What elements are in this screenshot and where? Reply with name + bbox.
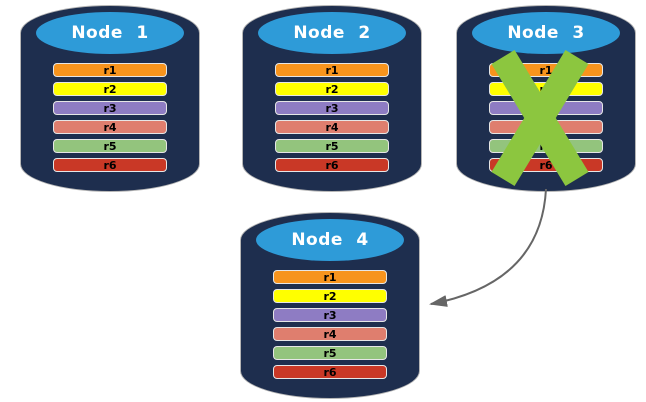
replica-rows: r1 r2 r3 r4 r5 r6 [275,63,389,172]
replica-rows: r1 r2 r3 r4 r5 r6 [53,63,167,172]
node-title: Node 3 [507,23,585,43]
replication-arrow [429,188,547,307]
replica-row-r3: r3 [489,101,603,115]
replica-row-r6: r6 [275,158,389,172]
replica-row-r6: r6 [273,365,387,379]
db-cylinder-node-2: Node 2 r1 r2 r3 r4 r5 r6 [242,5,422,192]
replica-row-r5: r5 [275,139,389,153]
cylinder-cap: Node 2 [258,12,406,54]
node-title: Node 4 [291,230,369,250]
replica-row-r2: r2 [53,82,167,96]
replica-row-r6: r6 [489,158,603,172]
replica-row-r3: r3 [273,308,387,322]
replica-row-r1: r1 [489,63,603,77]
replica-row-r6: r6 [53,158,167,172]
cylinder-cap: Node 1 [36,12,184,54]
db-cylinder-node-3: Node 3 r1 r2 r3 r4 r5 r6 [456,5,636,192]
replica-row-r5: r5 [489,139,603,153]
cylinder-cap: Node 4 [256,219,404,261]
replica-row-r4: r4 [275,120,389,134]
replica-row-r3: r3 [275,101,389,115]
db-cylinder-node-1: Node 1 r1 r2 r3 r4 r5 r6 [20,5,200,192]
replica-row-r1: r1 [273,270,387,284]
replica-rows: r1 r2 r3 r4 r5 r6 [273,270,387,379]
db-cylinder-node-4: Node 4 r1 r2 r3 r4 r5 r6 [240,212,420,399]
replica-row-r4: r4 [273,327,387,341]
replica-row-r2: r2 [273,289,387,303]
replica-row-r2: r2 [489,82,603,96]
node-title: Node 2 [293,23,371,43]
replica-row-r1: r1 [53,63,167,77]
cylinder-cap: Node 3 [472,12,620,54]
replica-row-r2: r2 [275,82,389,96]
replica-row-r1: r1 [275,63,389,77]
replica-row-r4: r4 [53,120,167,134]
replica-rows: r1 r2 r3 r4 r5 r6 [489,63,603,172]
replica-row-r3: r3 [53,101,167,115]
replica-row-r5: r5 [53,139,167,153]
replica-row-r5: r5 [273,346,387,360]
node-title: Node 1 [71,23,149,43]
replica-row-r4: r4 [489,120,603,134]
